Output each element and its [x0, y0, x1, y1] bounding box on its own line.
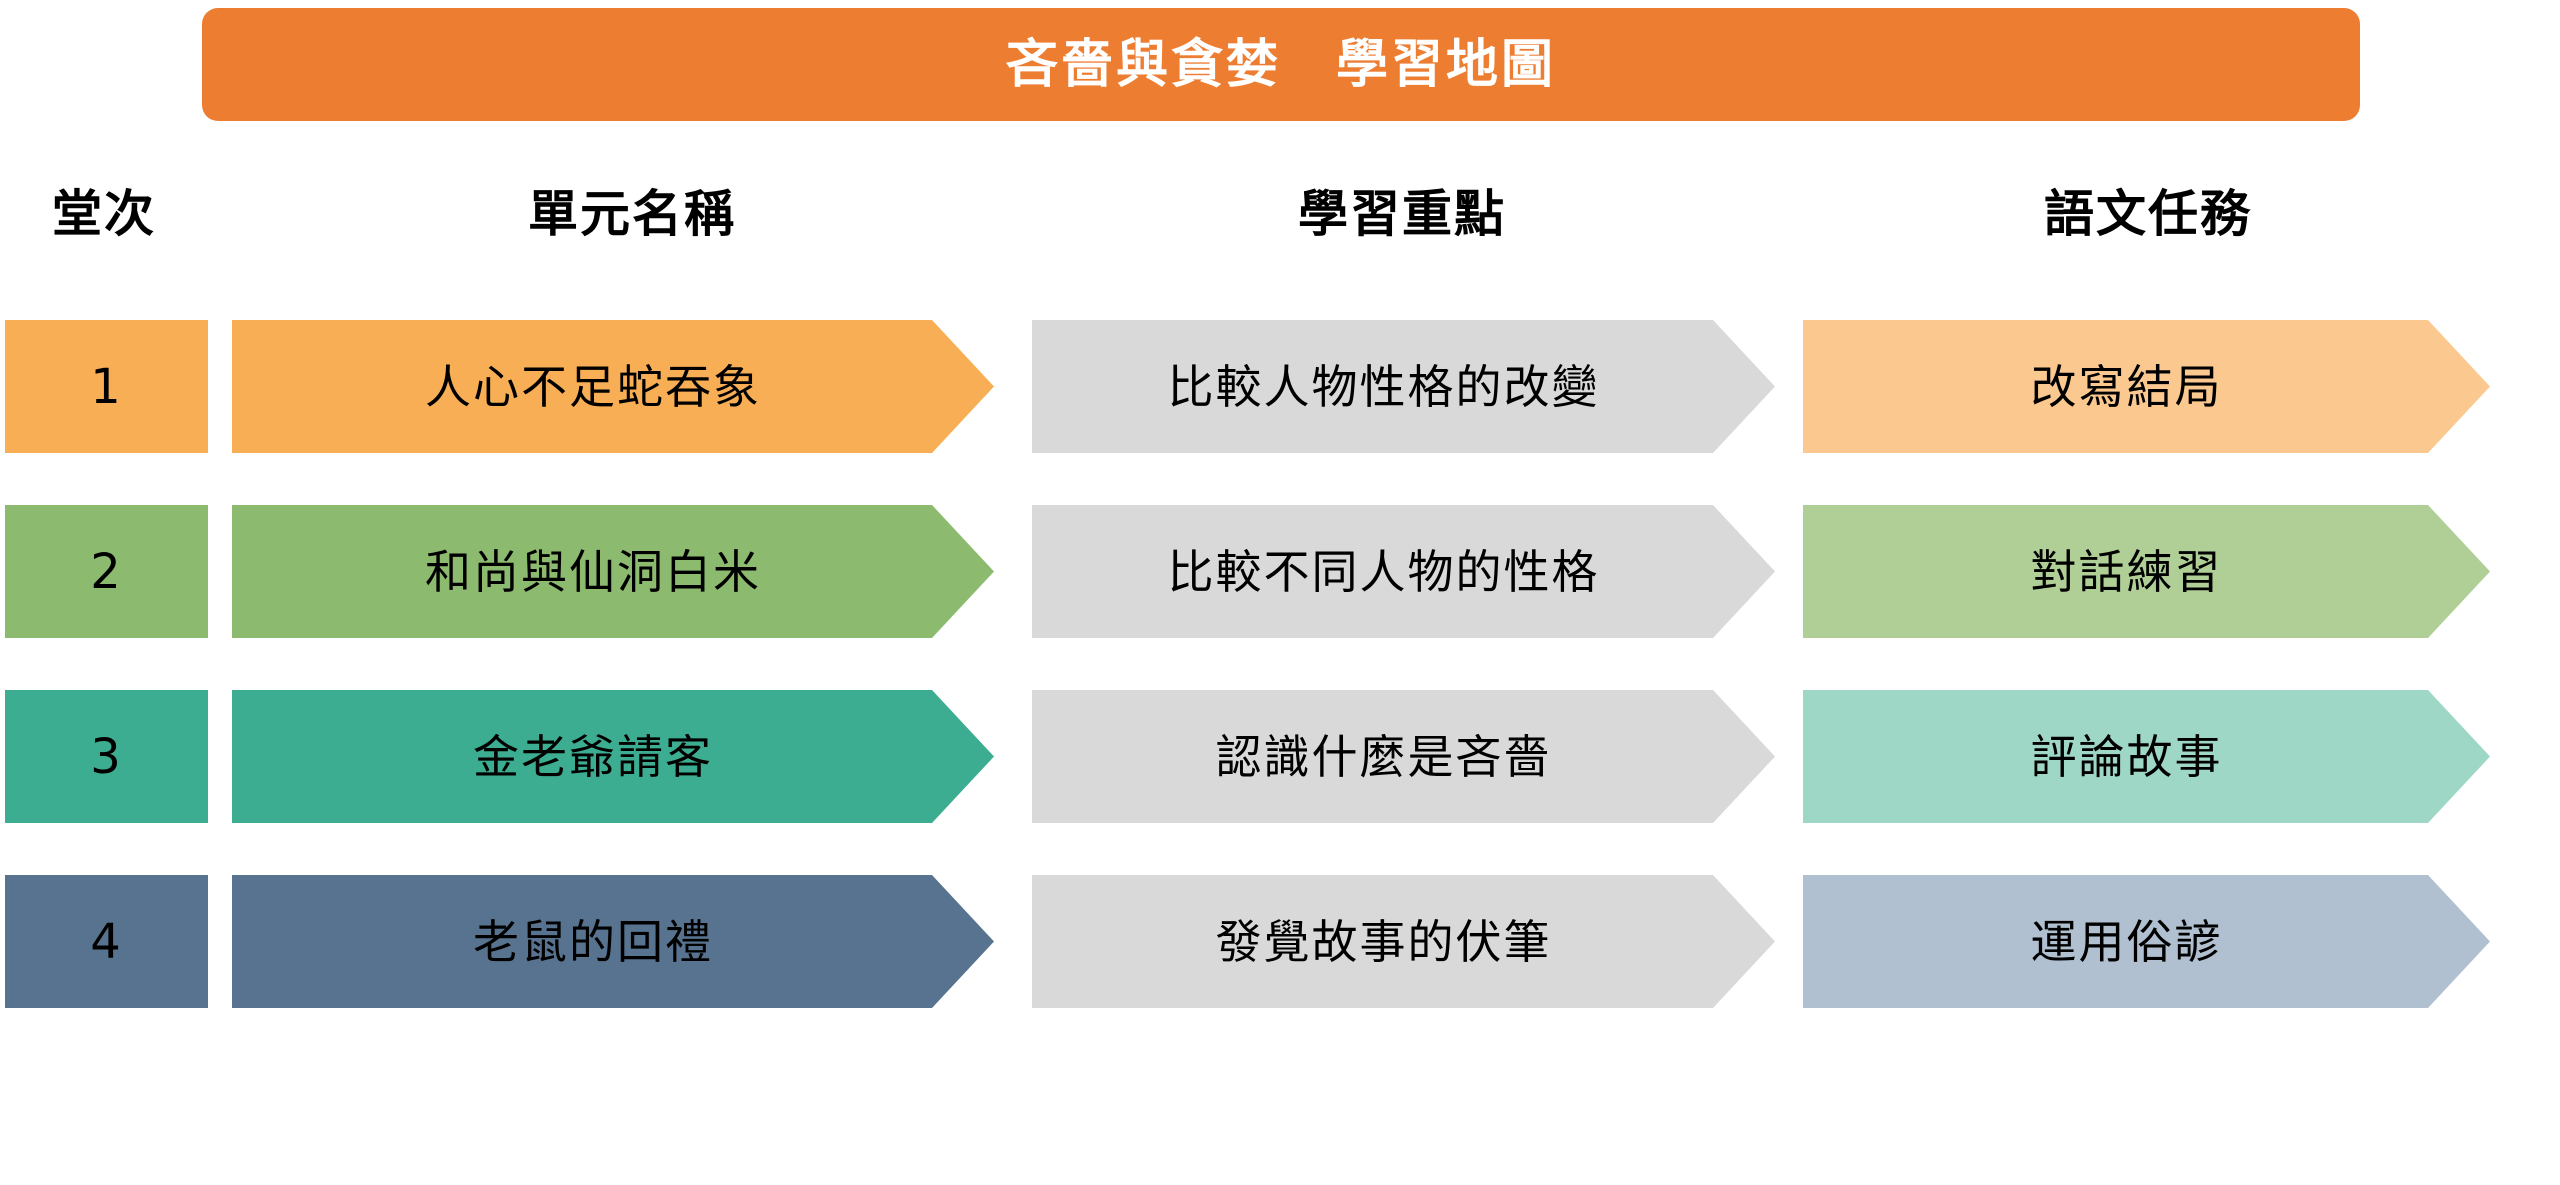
- column-header-learning-focus: 學習重點: [1298, 185, 1506, 243]
- table-row: 3 金老爺請客 認識什麼是吝嗇 評論故事: [0, 690, 2560, 823]
- lesson-number-badge: 3: [5, 690, 208, 823]
- learning-focus-label: 認識什麼是吝嗇: [1215, 729, 1552, 784]
- lesson-rows: 1 人心不足蛇吞象 比較人物性格的改變 改寫結局 2 和尚與仙洞白米 比較不同人…: [0, 320, 2560, 1060]
- language-task-label: 評論故事: [2030, 729, 2223, 784]
- language-task-chevron: 運用俗諺: [1803, 875, 2490, 1008]
- learning-focus-chevron: 發覺故事的伏筆: [1032, 875, 1775, 1008]
- unit-name-label: 和尚與仙洞白米: [425, 544, 761, 599]
- learning-focus-chevron: 認識什麼是吝嗇: [1032, 690, 1775, 823]
- table-row: 2 和尚與仙洞白米 比較不同人物的性格 對話練習: [0, 505, 2560, 638]
- unit-name-chevron: 老鼠的回禮: [232, 875, 994, 1008]
- lesson-number-label: 3: [90, 728, 123, 785]
- column-header-language-task: 語文任務: [2044, 185, 2252, 243]
- unit-name-chevron: 金老爺請客: [232, 690, 994, 823]
- unit-name-label: 金老爺請客: [473, 729, 713, 784]
- unit-name-label: 人心不足蛇吞象: [425, 359, 761, 414]
- lesson-number-badge: 2: [5, 505, 208, 638]
- column-header-unit-name: 單元名稱: [528, 185, 736, 243]
- language-task-label: 改寫結局: [2030, 359, 2223, 414]
- title-banner: 吝嗇與貪婪 學習地圖: [202, 8, 2360, 121]
- language-task-chevron: 對話練習: [1803, 505, 2490, 638]
- page-title: 吝嗇與貪婪 學習地圖: [1005, 34, 1556, 95]
- language-task-label: 對話練習: [2030, 544, 2223, 599]
- unit-name-label: 老鼠的回禮: [473, 914, 713, 969]
- lesson-number-label: 1: [90, 358, 123, 415]
- unit-name-chevron: 和尚與仙洞白米: [232, 505, 994, 638]
- lesson-number-badge: 1: [5, 320, 208, 453]
- lesson-number-badge: 4: [5, 875, 208, 1008]
- table-row: 1 人心不足蛇吞象 比較人物性格的改變 改寫結局: [0, 320, 2560, 453]
- learning-focus-label: 發覺故事的伏筆: [1215, 914, 1552, 969]
- language-task-chevron: 改寫結局: [1803, 320, 2490, 453]
- table-row: 4 老鼠的回禮 發覺故事的伏筆 運用俗諺: [0, 875, 2560, 1008]
- learning-focus-chevron: 比較人物性格的改變: [1032, 320, 1775, 453]
- language-task-label: 運用俗諺: [2030, 914, 2223, 969]
- learning-focus-label: 比較人物性格的改變: [1167, 359, 1600, 414]
- learning-focus-label: 比較不同人物的性格: [1167, 544, 1600, 599]
- unit-name-chevron: 人心不足蛇吞象: [232, 320, 994, 453]
- learning-focus-chevron: 比較不同人物的性格: [1032, 505, 1775, 638]
- lesson-number-label: 2: [90, 543, 123, 600]
- column-header-row: 堂次 單元名稱 學習重點 語文任務: [0, 160, 2560, 260]
- language-task-chevron: 評論故事: [1803, 690, 2490, 823]
- column-header-lesson-number: 堂次: [52, 185, 156, 243]
- lesson-number-label: 4: [90, 913, 123, 970]
